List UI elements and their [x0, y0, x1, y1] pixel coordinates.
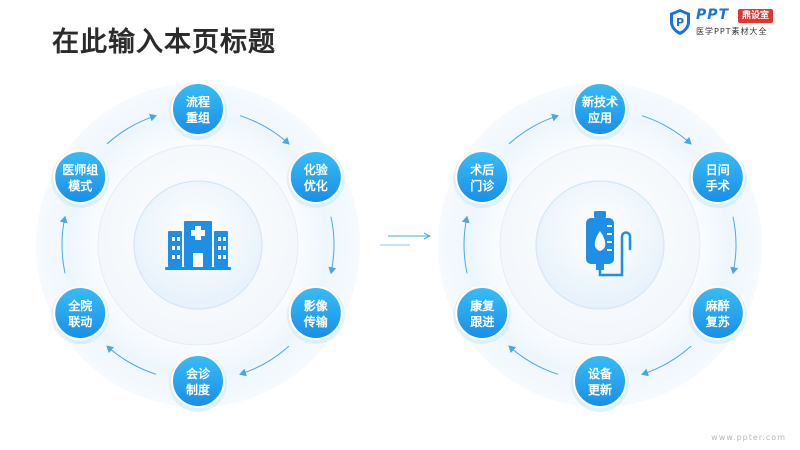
cycle-arrow — [641, 115, 692, 145]
node-label-line2: 传输 — [303, 314, 329, 329]
cycle-arrow — [106, 345, 157, 375]
node-label-line1: 新技术 — [582, 94, 618, 109]
shield-logo-icon: P — [670, 9, 690, 35]
logo-brand-text: PPT — [696, 7, 730, 23]
node-label-line1: 全院 — [67, 298, 92, 313]
node-label-line2: 手术 — [706, 178, 730, 193]
cycle-arrow — [328, 216, 337, 275]
hospital-icon — [165, 221, 231, 270]
cycle-arrow — [239, 345, 290, 377]
node-label-line1: 流程 — [186, 94, 210, 109]
logo-subtitle: 医学PPT素材大全 — [696, 27, 768, 36]
node-label-line1: 麻醉 — [705, 298, 730, 313]
node-label-line2: 应用 — [588, 110, 612, 125]
watermark: www.ppter.com — [711, 433, 786, 442]
node-label-line1: 康复 — [470, 298, 495, 313]
cycle-arrow — [508, 113, 559, 145]
cycle-arrow — [641, 345, 692, 377]
node-label-line1: 影像 — [304, 298, 329, 313]
node-label-line2: 更新 — [588, 382, 612, 397]
svg-text:P: P — [676, 16, 684, 29]
cycle-arrow — [461, 215, 470, 274]
node-label-line2: 跟进 — [470, 314, 494, 329]
cycle-arrow — [59, 215, 68, 274]
brand-logo: P PPT 鼎设室 医学PPT素材大全 — [668, 6, 786, 40]
cycle-arrow — [730, 216, 739, 275]
node-label-line1: 医师组 — [62, 162, 98, 177]
cycle-arrow — [106, 113, 157, 145]
cycle-arrow — [239, 115, 290, 145]
node-label-line2: 联动 — [68, 315, 92, 329]
transition-arrow — [380, 232, 432, 246]
node-label-line1: 设备 — [588, 366, 613, 381]
node-label-line1: 术后 — [469, 162, 494, 177]
node-label-line2: 复苏 — [705, 314, 730, 329]
iv-bag-icon — [586, 211, 632, 277]
node-label-line2: 重组 — [186, 110, 210, 125]
page-title: 在此输入本页标题 — [52, 27, 276, 58]
cycle-arrow — [508, 345, 559, 375]
node-label-line2: 优化 — [304, 178, 328, 193]
node-label-line1: 会诊 — [186, 366, 211, 381]
node-label-line1: 日间 — [706, 162, 730, 177]
node-label-line2: 制度 — [186, 382, 211, 397]
node-label-line2: 模式 — [68, 178, 92, 193]
node-label-line2: 门诊 — [470, 178, 495, 193]
logo-badge: 鼎设室 — [738, 9, 774, 23]
node-label-line1: 化验 — [304, 162, 329, 177]
